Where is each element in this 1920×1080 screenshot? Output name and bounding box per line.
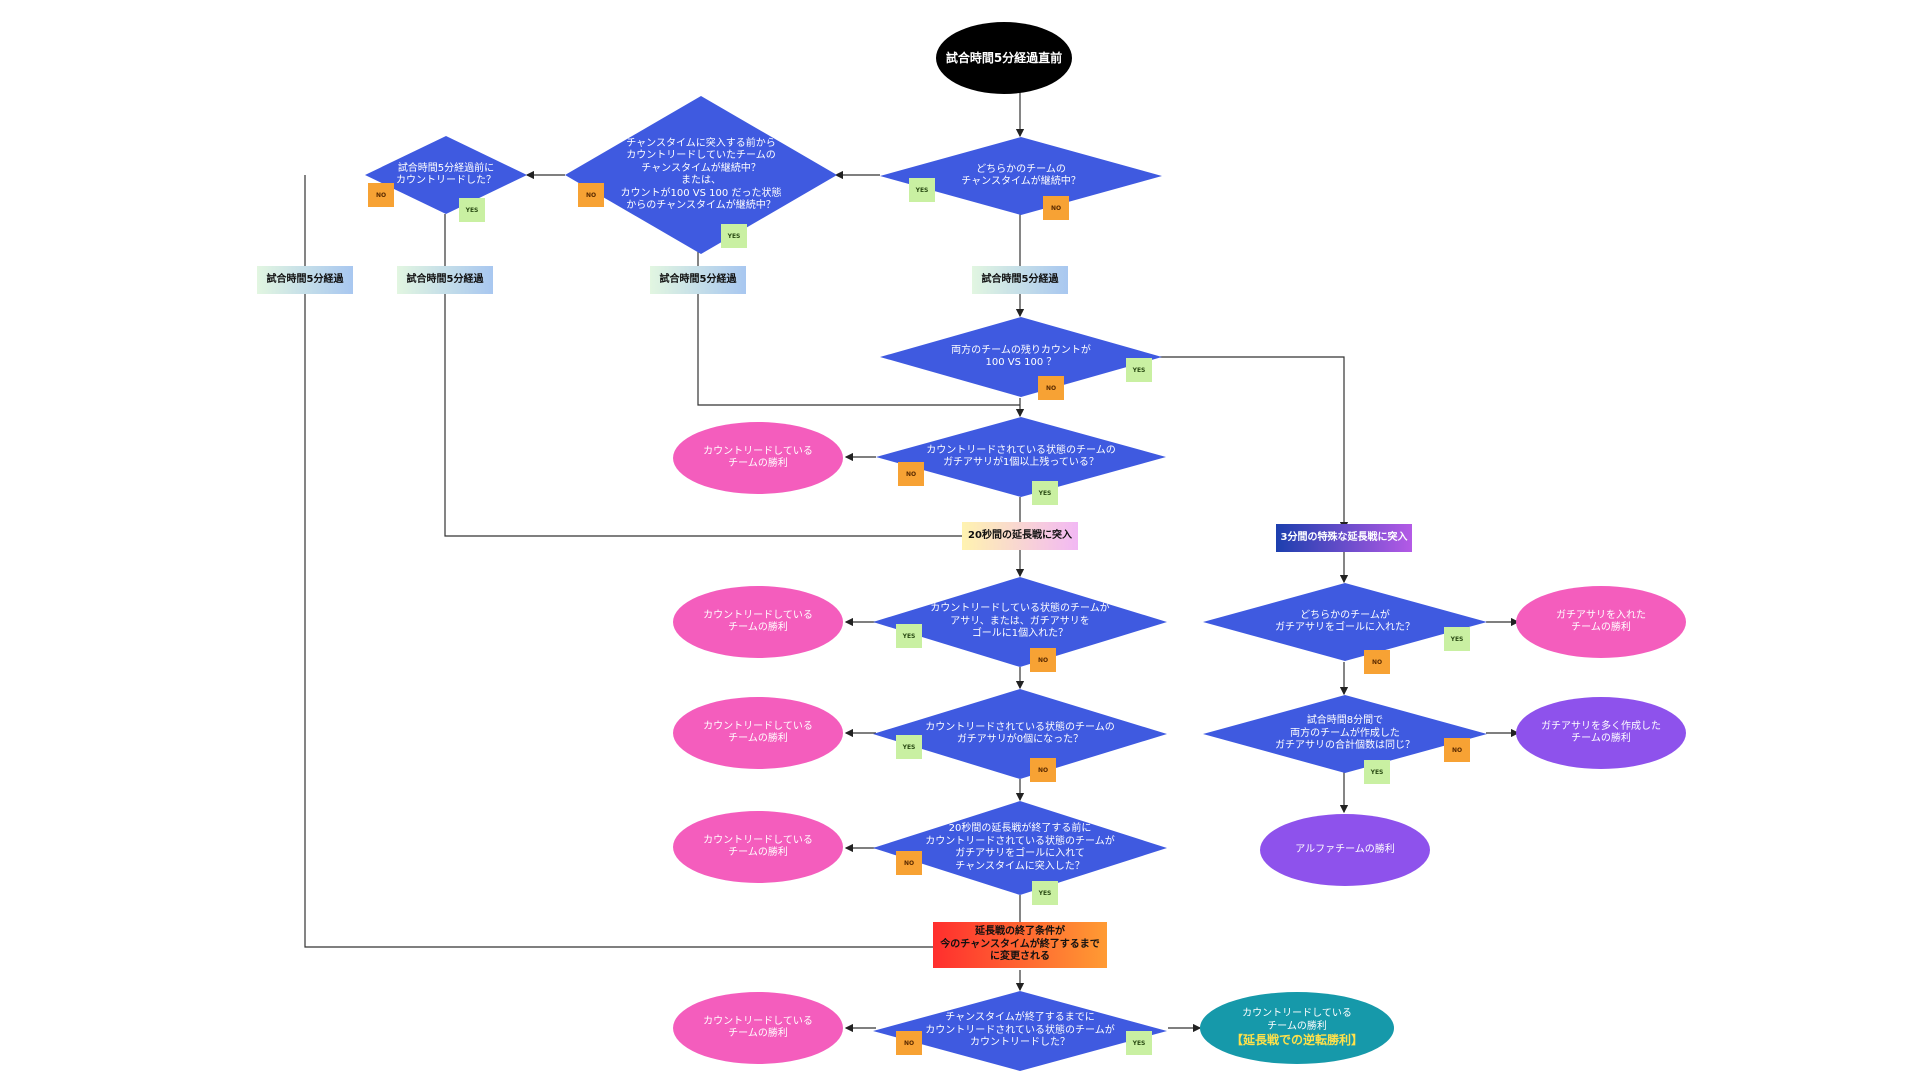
result-lead-win-1: カウントリードしている チームの勝利 — [673, 422, 843, 494]
label-5min-elapsed-2: 試合時間5分経過 — [397, 266, 493, 294]
result-more-clams-win: ガチアサリを多く作成した チームの勝利 — [1516, 697, 1686, 769]
yes-tag: YES — [721, 224, 747, 248]
decision-both-100: 両方のチームの残りカウントが 100 VS 100 ？ — [880, 317, 1162, 397]
decision-lead-before-chance: チャンスタイムに突入する前から カウントリードしていたチームの チャンスタイムが… — [565, 96, 837, 254]
result-lead-win-3: カウントリードしている チームの勝利 — [673, 697, 843, 769]
yes-tag: YES — [909, 178, 935, 202]
decision-special-goal: どちらかのチームが ガチアサリをゴールに入れた？ — [1203, 583, 1487, 661]
label-5min-elapsed-1: 試合時間5分経過 — [257, 266, 353, 294]
decision-lead-before-5min: 試合時間5分経過前に カウントリードした？ — [365, 136, 527, 214]
label-5min-elapsed-3: 試合時間5分経過 — [650, 266, 746, 294]
yes-tag: YES — [459, 198, 485, 222]
yes-tag: YES — [1032, 481, 1058, 505]
yes-tag: YES — [1126, 358, 1152, 382]
decision-special-count: 試合時間8分間で 両方のチームが作成した ガチアサリの合計個数は同じ？ — [1203, 695, 1487, 773]
no-tag: NO — [1043, 196, 1069, 220]
no-tag: NO — [368, 183, 394, 207]
result-lead-win-5: カウントリードしている チームの勝利 — [673, 992, 843, 1064]
no-tag: NO — [578, 183, 604, 207]
result-alpha-team-win: アルファチームの勝利 — [1260, 814, 1430, 886]
yes-tag: YES — [896, 735, 922, 759]
label-end-condition-change: 延長戦の終了条件が 今のチャンスタイムが終了するまで に変更される — [933, 922, 1107, 968]
decision-final-lead: チャンスタイムが終了するまでに カウントリードされている状態のチームが カウント… — [873, 991, 1167, 1071]
no-tag: NO — [1038, 376, 1064, 400]
no-tag: NO — [1444, 738, 1470, 762]
result-lead-win-2: カウントリードしている チームの勝利 — [673, 586, 843, 658]
no-tag: NO — [898, 462, 924, 486]
decision-remaining-clams: カウントリードされている状態のチームの ガチアサリが1個以上残っている？ — [876, 417, 1166, 497]
result-reverse-win: カウントリードしている チームの勝利 【延長戦での逆転勝利】 — [1200, 992, 1394, 1064]
decision-zero-clams: カウントリードされている状態のチームの ガチアサリが0個になった？ — [873, 689, 1167, 779]
yes-tag: YES — [1444, 627, 1470, 651]
no-tag: NO — [896, 851, 922, 875]
no-tag: NO — [1030, 648, 1056, 672]
no-tag: NO — [1030, 758, 1056, 782]
decision-chance-time: どちらかのチームの チャンスタイムが継続中？ — [880, 137, 1162, 215]
label-3min-special-overtime: 3分間の特殊な延長戦に突入 — [1276, 524, 1412, 552]
yes-tag: YES — [896, 624, 922, 648]
result-lead-win-4: カウントリードしている チームの勝利 — [673, 811, 843, 883]
label-20sec-overtime: 20秒間の延長戦に突入 — [962, 522, 1078, 550]
no-tag: NO — [896, 1031, 922, 1055]
label-5min-elapsed-4: 試合時間5分経過 — [972, 266, 1068, 294]
no-tag: NO — [1364, 650, 1390, 674]
yes-tag: YES — [1364, 760, 1390, 784]
yes-tag: YES — [1032, 881, 1058, 905]
result-goal-team-win: ガチアサリを入れた チームの勝利 — [1516, 586, 1686, 658]
start-node: 試合時間5分経過直前 — [936, 22, 1072, 94]
yes-tag: YES — [1126, 1031, 1152, 1055]
decision-leader-goal: カウントリードしている状態のチームが アサリ、または、ガチアサリを ゴールに1個… — [873, 577, 1167, 667]
decision-before-overtime-end: 20秒間の延長戦が終了する前に カウントリードされている状態のチームが ガチアサ… — [873, 801, 1167, 895]
